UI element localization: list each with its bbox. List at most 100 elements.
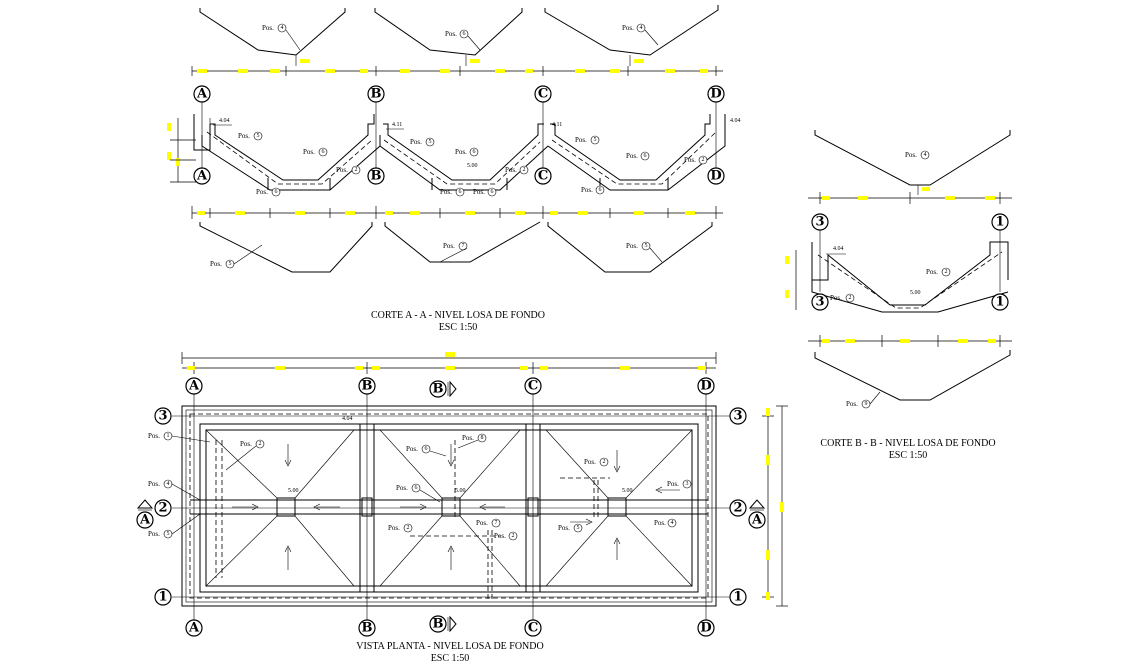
axis-marker-b-plan: B bbox=[358, 377, 376, 395]
svg-text:3: 3 bbox=[815, 215, 824, 230]
corte-bb-scale: ESC 1:50 bbox=[889, 450, 928, 461]
svg-text:Pos.: Pos. bbox=[410, 138, 422, 146]
svg-text:5.00: 5.00 bbox=[288, 488, 299, 494]
svg-text:Pos.: Pos. bbox=[494, 532, 506, 540]
svg-text:7: 7 bbox=[462, 243, 465, 249]
svg-text:B: B bbox=[433, 617, 444, 632]
svg-text:Pos.: Pos. bbox=[303, 148, 315, 156]
svg-text:2: 2 bbox=[259, 441, 262, 447]
svg-text:Pos.: Pos. bbox=[684, 156, 696, 164]
top-dim-ticks bbox=[191, 66, 717, 76]
svg-text:2: 2 bbox=[603, 459, 606, 465]
axis-marker-3-bb-bottom: 3 bbox=[811, 293, 829, 311]
svg-text:1: 1 bbox=[167, 433, 170, 439]
svg-text:Pos.: Pos. bbox=[440, 188, 452, 196]
svg-text:Pos.: Pos. bbox=[238, 132, 250, 140]
svg-text:4.11: 4.11 bbox=[552, 122, 562, 128]
axis-marker-a-mid: A bbox=[193, 167, 211, 185]
section-mark-a-right: A bbox=[748, 499, 766, 529]
svg-text:A: A bbox=[196, 87, 208, 102]
svg-text:Pos.: Pos. bbox=[336, 166, 348, 174]
section-mark-b-top: B bbox=[429, 380, 457, 398]
plan-title: VISTA PLANTA - NIVEL LOSA DE FONDO bbox=[356, 641, 543, 652]
svg-text:6: 6 bbox=[491, 189, 494, 195]
svg-text:Pos.: Pos. bbox=[256, 188, 268, 196]
bottom-dim-markers bbox=[197, 211, 695, 215]
svg-text:Pos.: Pos. bbox=[210, 260, 222, 268]
svg-text:1: 1 bbox=[995, 215, 1004, 230]
svg-text:5: 5 bbox=[257, 133, 260, 139]
svg-text:4.04: 4.04 bbox=[730, 118, 741, 124]
svg-text:Pos.: Pos. bbox=[462, 434, 474, 442]
axis-marker-1-plan-left: 1 bbox=[154, 588, 172, 606]
axis-marker-2-plan-left: 2 bbox=[154, 499, 172, 517]
top-dim-markers bbox=[197, 69, 708, 73]
svg-text:6: 6 bbox=[322, 149, 325, 155]
svg-text:Pos.: Pos. bbox=[505, 166, 517, 174]
svg-text:2: 2 bbox=[702, 157, 705, 163]
svg-text:5: 5 bbox=[229, 261, 232, 267]
svg-text:Pos.: Pos. bbox=[445, 30, 457, 38]
svg-text:A: A bbox=[188, 379, 200, 394]
plan-scale: ESC 1:50 bbox=[431, 653, 470, 664]
svg-text:2: 2 bbox=[945, 269, 948, 275]
svg-text:5: 5 bbox=[577, 525, 580, 531]
svg-text:A: A bbox=[196, 169, 208, 184]
svg-text:D: D bbox=[700, 379, 711, 394]
axis-marker-1-bb-bottom: 1 bbox=[991, 293, 1009, 311]
svg-text:1: 1 bbox=[733, 590, 742, 605]
svg-text:2: 2 bbox=[733, 501, 742, 516]
axis-marker-d-mid: D bbox=[707, 167, 725, 185]
svg-text:2: 2 bbox=[355, 167, 358, 173]
axis-marker-b-plan-bottom: B bbox=[358, 619, 376, 637]
svg-text:B: B bbox=[371, 169, 382, 184]
svg-text:5: 5 bbox=[594, 137, 597, 143]
svg-text:Pos.: Pos. bbox=[455, 148, 467, 156]
svg-text:Pos.: Pos. bbox=[584, 458, 596, 466]
svg-text:6: 6 bbox=[415, 485, 418, 491]
svg-text:4.04: 4.04 bbox=[342, 416, 353, 422]
svg-text:3: 3 bbox=[686, 481, 689, 487]
pos-label-group-plan: Pos.1 Pos.4 Pos.5 Pos.2 Pos.6 Pos.8 Pos.… bbox=[148, 431, 692, 541]
svg-text:4: 4 bbox=[167, 481, 170, 487]
hopper-plan-1 bbox=[205, 429, 355, 587]
axis-marker-3-bb: 3 bbox=[811, 213, 829, 231]
svg-text:6: 6 bbox=[473, 149, 476, 155]
svg-text:Pos.: Pos. bbox=[846, 400, 858, 408]
svg-text:4: 4 bbox=[640, 25, 643, 31]
svg-text:D: D bbox=[710, 87, 721, 102]
axis-marker-c-plan: C bbox=[524, 377, 542, 395]
svg-text:4: 4 bbox=[281, 25, 284, 31]
svg-text:6: 6 bbox=[463, 31, 466, 37]
svg-text:Pos.: Pos. bbox=[622, 24, 634, 32]
hopper-section-1: 4.04 bbox=[193, 114, 381, 191]
plan-view: A B B C D bbox=[136, 352, 788, 664]
svg-text:6: 6 bbox=[599, 187, 602, 193]
svg-text:Pos.: Pos. bbox=[476, 519, 488, 527]
svg-text:2: 2 bbox=[158, 501, 167, 516]
svg-text:Pos.: Pos. bbox=[148, 432, 160, 440]
section-mark-a-left: A bbox=[136, 499, 154, 529]
svg-text:C: C bbox=[538, 87, 548, 102]
svg-text:8: 8 bbox=[481, 435, 484, 441]
svg-text:A: A bbox=[188, 621, 200, 636]
axis-marker-d-plan-bottom: D bbox=[697, 619, 715, 637]
svg-text:Pos.: Pos. bbox=[830, 294, 842, 302]
svg-text:3: 3 bbox=[733, 409, 742, 424]
svg-text:5: 5 bbox=[167, 531, 170, 537]
svg-text:2: 2 bbox=[512, 533, 515, 539]
svg-text:Pos.: Pos. bbox=[626, 242, 638, 250]
svg-text:4.11: 4.11 bbox=[392, 122, 402, 128]
corte-aa-section: A B C D 4.04 bbox=[167, 5, 741, 333]
axis-marker-1-bb: 1 bbox=[991, 213, 1009, 231]
axis-marker-a-plan-bottom: A bbox=[185, 619, 203, 637]
svg-text:1: 1 bbox=[995, 295, 1004, 310]
svg-text:9: 9 bbox=[865, 401, 868, 407]
svg-text:Pos.: Pos. bbox=[905, 151, 917, 159]
svg-text:5: 5 bbox=[645, 243, 648, 249]
corte-aa-title: CORTE A - A - NIVEL LOSA DE FONDO bbox=[371, 310, 545, 321]
axis-marker-c-top: C bbox=[534, 85, 552, 103]
svg-text:7: 7 bbox=[495, 520, 498, 526]
axis-marker-b-mid: B bbox=[367, 167, 385, 185]
